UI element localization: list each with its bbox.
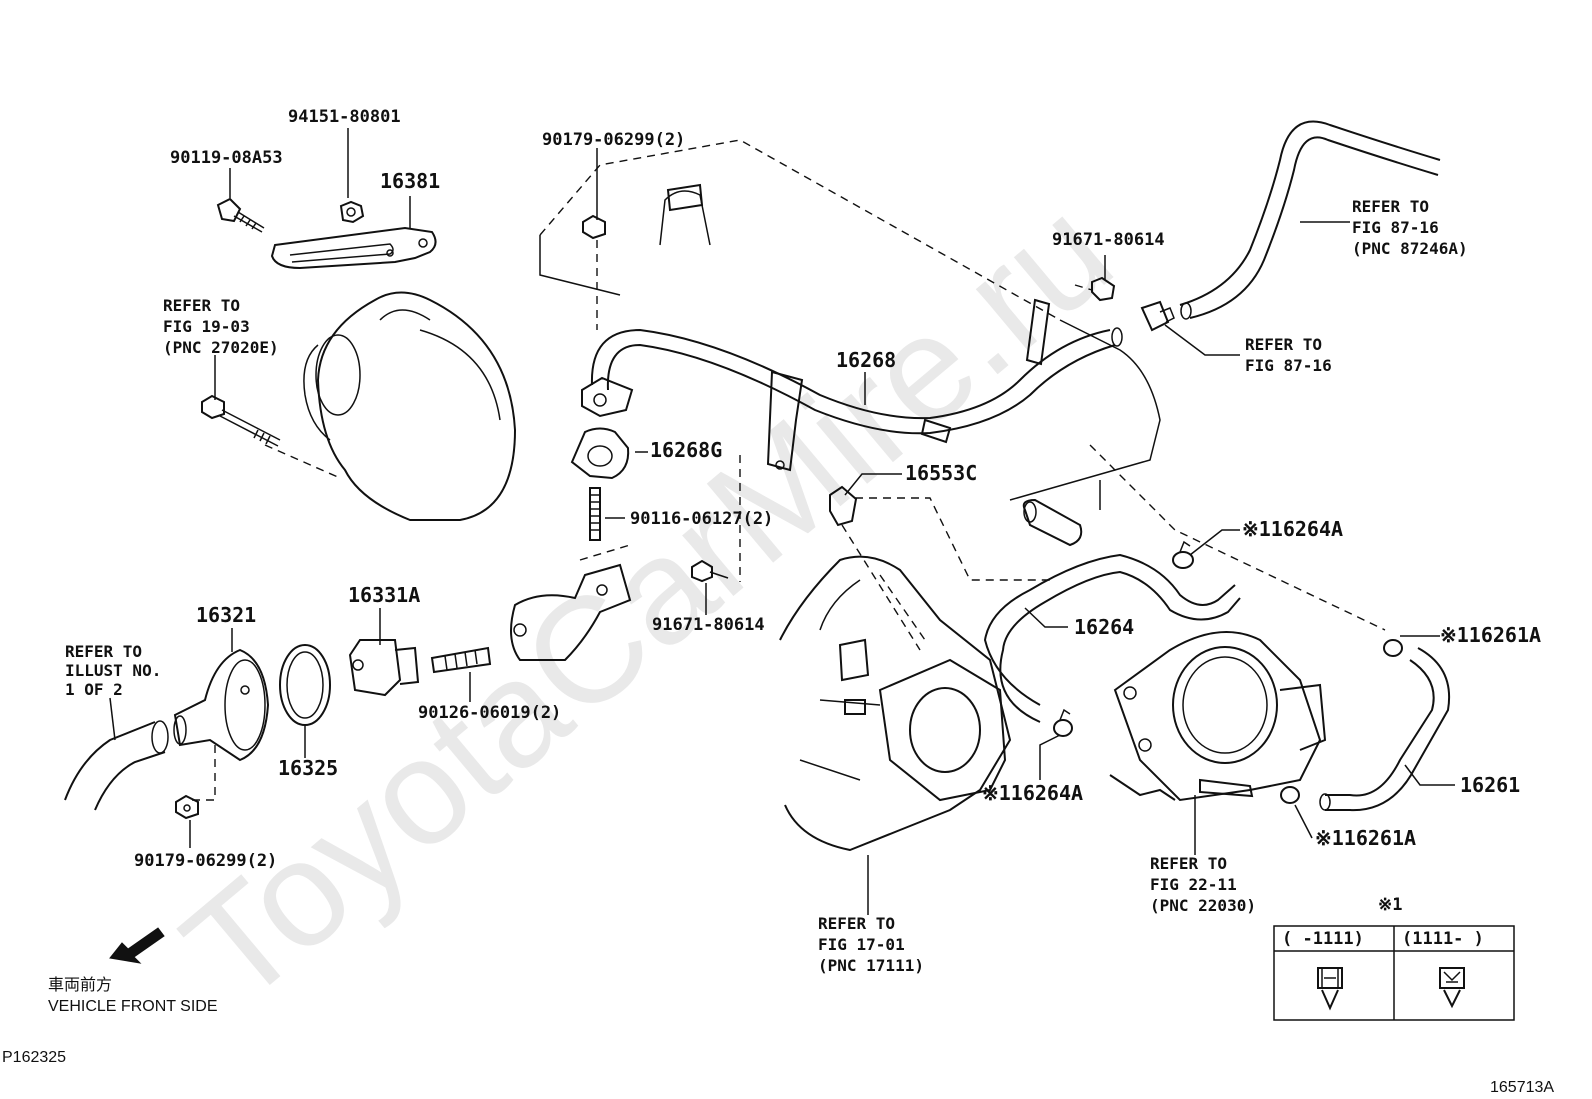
nut-94151 (339, 200, 365, 224)
refer-17111-line1: REFER TO (818, 914, 895, 933)
refer-27020E-line1: REFER TO (163, 296, 240, 315)
refer-87246A-line3: (PNC 87246A) (1352, 239, 1468, 258)
label-16268G: 16268G (650, 438, 722, 462)
gasket-16325 (279, 644, 331, 726)
bolt-91671-top (1074, 276, 1116, 302)
leader-lines (109, 128, 1455, 915)
vehicle-front-jp: 車両前方 (48, 976, 112, 994)
head-cover (539, 139, 1161, 510)
refer-22030-line3: (PNC 22030) (1150, 896, 1256, 915)
bolt-90179-top (582, 214, 606, 330)
hose-16261 (1319, 647, 1451, 812)
legend-col1: ( -1111) (1282, 929, 1364, 949)
label-16261: 16261 (1460, 773, 1520, 797)
refer-87246A-line2: FIG 87-16 (1352, 218, 1439, 237)
hose-stub (1022, 498, 1083, 547)
refer-27020E-line2: FIG 19-03 (163, 317, 250, 336)
thermostat-16331A (348, 639, 420, 697)
bolt-90119 (216, 197, 265, 233)
bolt-long (201, 394, 281, 447)
clamp-16264A-bot (1053, 708, 1073, 737)
hose-16264 (983, 444, 1386, 723)
clamp-16261A-top (1383, 639, 1403, 657)
refer-illust-line1: REFER TO (65, 642, 142, 661)
nut-90179-bottom (175, 794, 199, 820)
stud-90126 (430, 646, 492, 674)
label-90116-06127: 90116-06127(2) (630, 509, 773, 529)
label-90179-06299-bot: 90179-06299(2) (134, 851, 277, 871)
label-90179-06299-top: 90179-06299(2) (542, 130, 685, 150)
refer-27020E-line3: (PNC 27020E) (163, 338, 279, 357)
clamp-type-a-icon (1317, 967, 1343, 1011)
gasket-16268G (570, 427, 630, 480)
refer-illust-line2: ILLUST NO. (65, 661, 161, 680)
inlet-16321 (173, 648, 270, 801)
clamp-16264A-top (1172, 540, 1194, 569)
refer-illust-line3: 1 OF 2 (65, 680, 123, 699)
stud-90116 (589, 487, 601, 541)
legend-table: ※1 ( -1111) (1111- ) (1273, 895, 1515, 1021)
label-16261A-bot: ※116261A (1315, 826, 1416, 850)
vehicle-front-arrow-icon (109, 927, 165, 964)
clamp-type-b-icon (1439, 967, 1465, 1009)
clamp-16261A-bot (1280, 786, 1300, 804)
refer-87-16-line1: REFER TO (1245, 335, 1322, 354)
alternator (264, 291, 517, 521)
clip-16553C (829, 485, 1055, 651)
refer-87-16-line2: FIG 87-16 (1245, 356, 1332, 375)
pipe-16268 (581, 298, 1123, 472)
refer-17111-line3: (PNC 17111) (818, 956, 924, 975)
label-16264: 16264 (1074, 615, 1134, 639)
water-outlet (510, 544, 632, 661)
label-90119-08A53: 90119-08A53 (170, 148, 283, 168)
legend-mark: ※1 (1378, 895, 1402, 915)
radiator-hose (64, 720, 169, 811)
intake-manifold (779, 555, 1012, 852)
label-16321: 16321 (196, 603, 256, 627)
label-16331A: 16331A (348, 583, 420, 607)
throttle-body (1109, 631, 1327, 802)
label-91671-80614-mid: 91671-80614 (652, 615, 765, 635)
illust-number-right: 165713A (1490, 1079, 1554, 1096)
watermark: ToyotaCarMire.ru (153, 166, 1142, 1034)
label-94151-80801: 94151-80801 (288, 107, 401, 127)
label-16553C: 16553C (905, 461, 977, 485)
label-16325: 16325 (278, 756, 338, 780)
bracket-16381 (270, 226, 437, 270)
refer-87246A-line1: REFER TO (1352, 197, 1429, 216)
bolt-91671-mid (691, 455, 741, 583)
hose-87246A (1179, 120, 1441, 320)
vehicle-front-en: VEHICLE FRONT SIDE (48, 998, 218, 1015)
refer-22030-line1: REFER TO (1150, 854, 1227, 873)
illust-number-left: P162325 (2, 1049, 66, 1066)
label-16381: 16381 (380, 169, 440, 193)
label-16261A-top: ※116261A (1440, 623, 1541, 647)
label-16268: 16268 (836, 348, 896, 372)
label-16264A-bot: ※116264A (982, 781, 1083, 805)
label-91671-80614-top: 91671-80614 (1052, 230, 1165, 250)
legend-col2: (1111- ) (1402, 929, 1484, 949)
label-90126-06019: 90126-06019(2) (418, 703, 561, 723)
clamp-87-16 (1140, 300, 1175, 332)
refer-17111-line2: FIG 17-01 (818, 935, 905, 954)
label-16264A-top: ※116264A (1242, 517, 1343, 541)
refer-22030-line2: FIG 22-11 (1150, 875, 1237, 894)
